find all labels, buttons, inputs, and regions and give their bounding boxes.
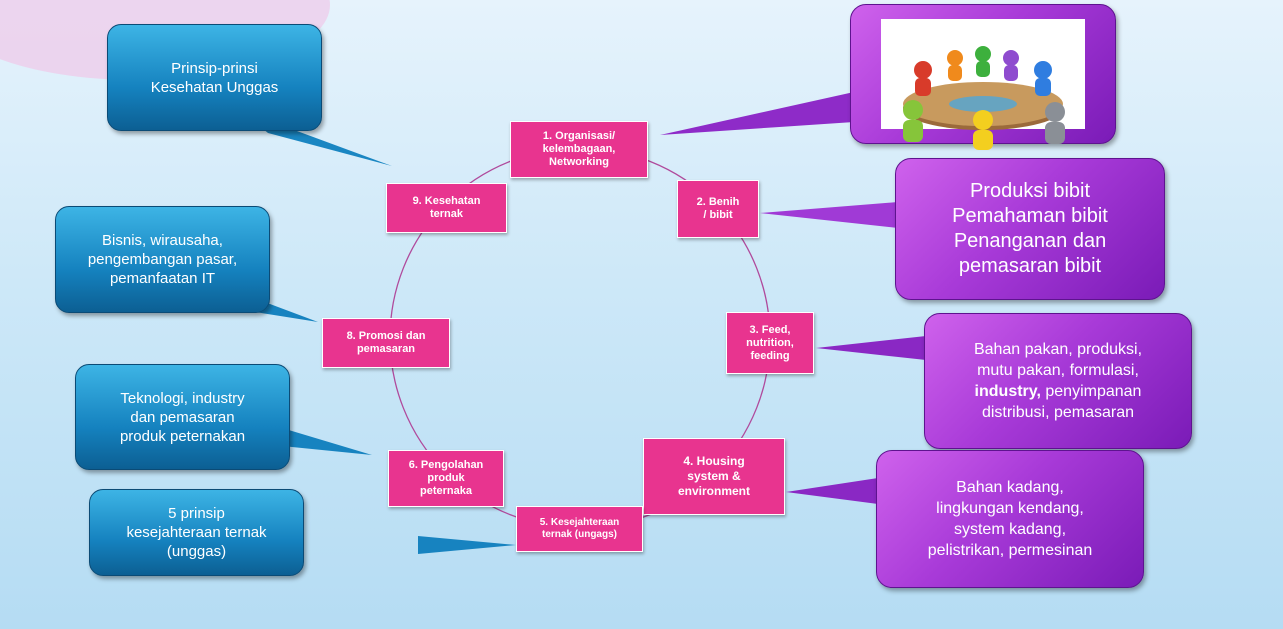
callout-kesejahteraan: 5 prinsip kesejahteraan ternak (unggas) <box>89 489 304 576</box>
callout-tail-kesejahteraan <box>418 536 516 554</box>
figure-purple <box>1003 50 1019 81</box>
node-housing: 4. Housing system & environment <box>643 438 785 515</box>
callout-pakan: Bahan pakan, produksi, mutu pakan, formu… <box>924 313 1192 449</box>
pakan-text: Bahan pakan, produksi, mutu pakan, formu… <box>974 339 1142 423</box>
callout-tail-kandang <box>786 478 878 504</box>
callout-kesehatan-unggas: Prinsip-prinsi Kesehatan Unggas <box>107 24 322 131</box>
node-promosi: 8. Promosi dan pemasaran <box>322 318 450 368</box>
node-organisasi: 1. Organisasi/ kelembagaan, Networking <box>510 121 648 178</box>
pakan-text-bold: industry, <box>974 383 1041 400</box>
callout-tail-meeting <box>660 92 854 135</box>
callout-tail-bibit <box>760 202 898 228</box>
figure-green <box>975 46 991 77</box>
callout-tail-teknologi <box>282 428 372 455</box>
node-kesejahteraan: 5. Kesejahteraan ternak (ungags) <box>516 506 643 552</box>
node-pengolahan: 6. Pengolahan produk peternaka <box>388 450 504 507</box>
figure-blue <box>1034 61 1052 96</box>
figure-yellow <box>973 110 993 150</box>
pakan-text-part1: Bahan pakan, produksi, mutu pakan, formu… <box>973 341 1143 379</box>
node-benih-bibit: 2. Benih / bibit <box>677 180 759 238</box>
figure-grey <box>1045 102 1065 144</box>
callout-kandang: Bahan kadang, lingkungan kendang, system… <box>876 450 1144 588</box>
callout-tail-pakan <box>816 336 926 360</box>
node-feed-nutrition: 3. Feed, nutrition, feeding <box>726 312 814 374</box>
node-kesehatan: 9. Kesehatan ternak <box>386 183 507 233</box>
meeting-illustration <box>881 19 1085 150</box>
figure-red <box>914 61 932 96</box>
pakan-text-part2: penyimpanan distribusi, pemasaran <box>981 383 1142 421</box>
callout-bibit: Produksi bibit Pemahaman bibit Penangana… <box>895 158 1165 300</box>
callout-teknologi: Teknologi, industry dan pemasaran produk… <box>75 364 290 470</box>
figure-orange <box>947 50 963 81</box>
figure-lime <box>903 100 923 142</box>
callout-bisnis: Bisnis, wirausaha, pengembangan pasar, p… <box>55 206 270 313</box>
meeting-table-icon <box>903 46 1065 150</box>
callout-meeting-image <box>850 4 1116 150</box>
